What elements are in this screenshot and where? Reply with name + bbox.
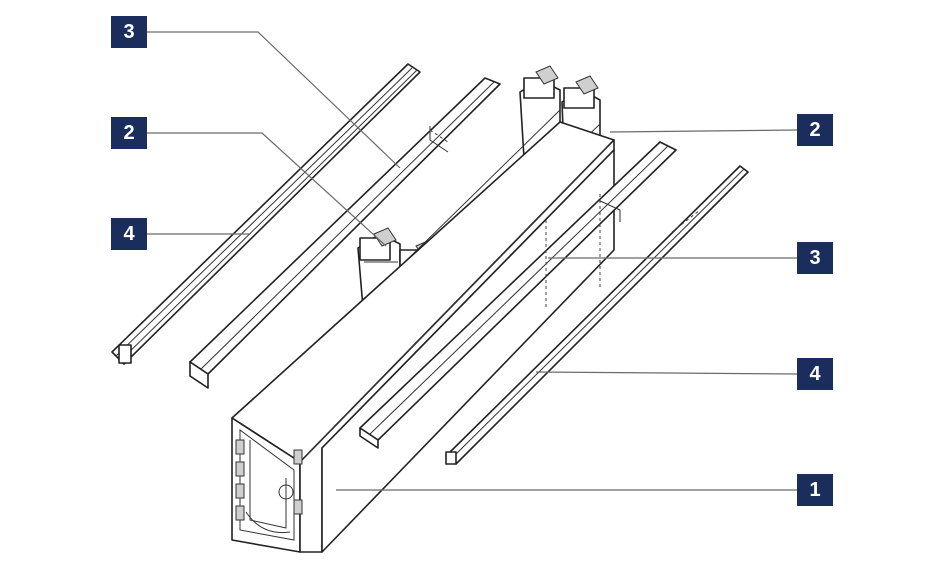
callout-2-right: 2: [797, 114, 833, 146]
part-4-left-strip: [111, 63, 421, 365]
callout-4-left: 4: [111, 218, 147, 250]
callout-1-right: 1: [797, 474, 833, 506]
leader-lines: [147, 31, 798, 491]
part-3-left-channel: [189, 77, 501, 389]
leader-2-right: [609, 129, 798, 133]
part-3-right-channel: [359, 141, 677, 449]
leader-4-right: [535, 371, 798, 375]
callout-2-left: 2: [111, 117, 147, 149]
leader-3-top: [147, 31, 401, 169]
leader-2-left: [147, 132, 387, 247]
callout-3-top: 3: [111, 16, 147, 48]
part-4-right-strip: [445, 165, 749, 465]
callout-3-right: 3: [797, 242, 833, 274]
callout-4-right: 4: [797, 358, 833, 390]
